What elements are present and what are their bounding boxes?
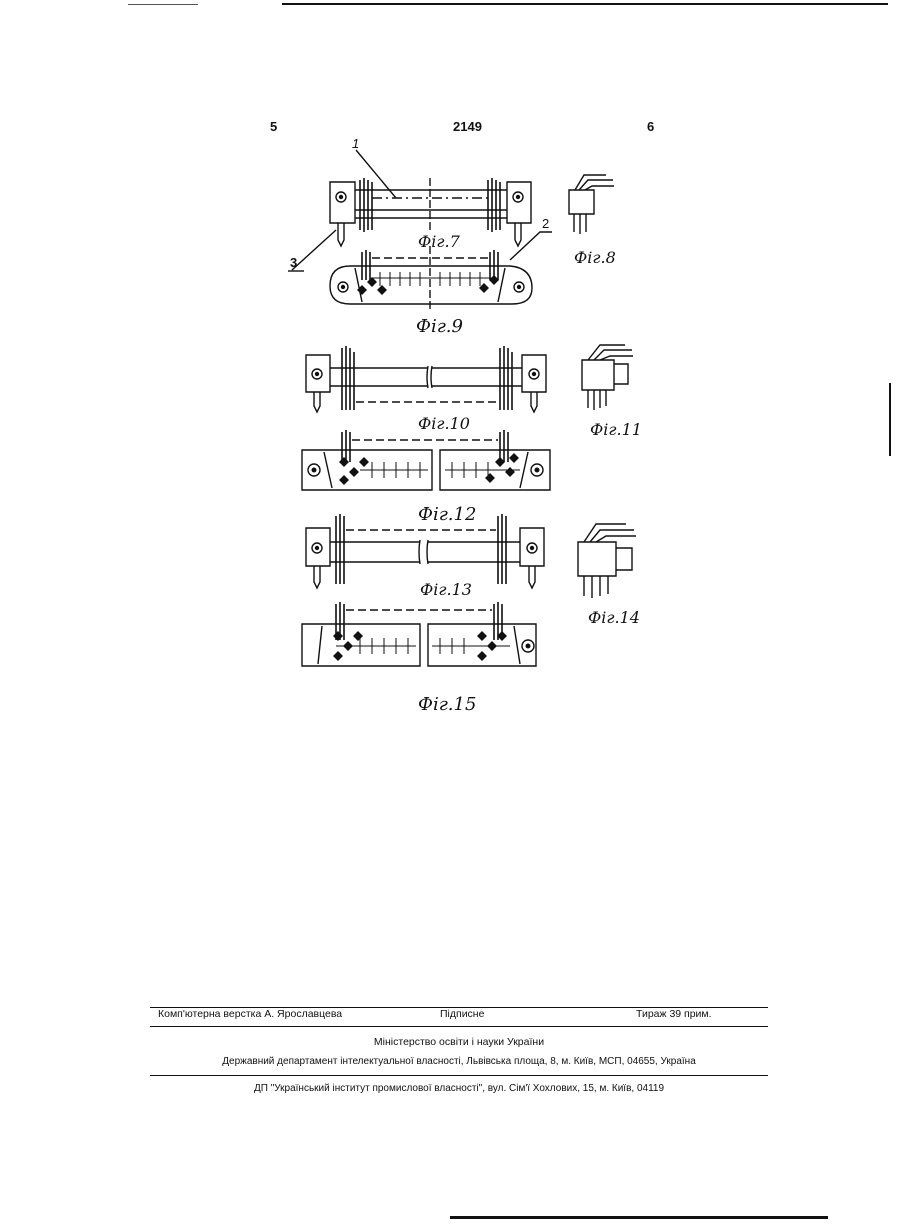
fig15-caption: Фіг.15	[418, 694, 476, 715]
footer-circulation: Тираж 39 прим.	[636, 1008, 712, 1020]
footer-institute: ДП "Український інститут промислової вла…	[150, 1083, 768, 1094]
footer-department: Державний департамент інтелектуальної вл…	[150, 1056, 768, 1067]
footer-rule-middle	[150, 1026, 768, 1027]
footer-ministry: Міністерство освіти і науки України	[150, 1036, 768, 1048]
footer-signed: Підписне	[440, 1008, 484, 1020]
footer-layout-credit: Комп'ютерна верстка А. Ярославцева	[158, 1008, 342, 1020]
footer-rule-bottom	[150, 1075, 768, 1076]
